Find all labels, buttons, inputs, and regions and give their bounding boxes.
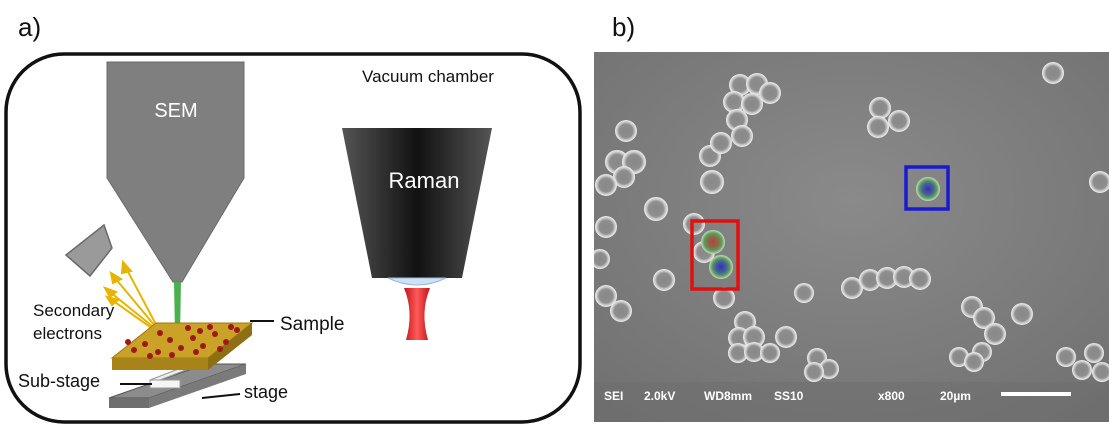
info-scale: 20µm [940, 389, 971, 403]
sem-column [106, 61, 245, 283]
secondary-electrons-label-line1: Secondary [33, 301, 115, 320]
highlighted-cell-blue [916, 177, 940, 201]
raman-objective [342, 128, 492, 278]
stage-pointer [201, 393, 241, 399]
vacuum-chamber-label: Vacuum chamber [362, 67, 494, 86]
info-mode: SEI [604, 389, 623, 403]
raman-beam [404, 288, 430, 340]
panel-a-letter: a) [18, 12, 42, 42]
sample-cells [125, 324, 240, 359]
raman-label: Raman [389, 168, 460, 193]
highlighted-cell-red-1 [701, 230, 725, 254]
scale-bar [1001, 392, 1071, 396]
blue-highlight-box [904, 165, 950, 211]
secondary-electrons-label-line2: electrons [33, 324, 102, 343]
stage-label: stage [244, 382, 288, 402]
sem-micrograph: SEI 2.0kV WD8mm SS10 x800 20µm [594, 52, 1109, 422]
highlighted-cell-red-2 [709, 255, 733, 279]
stage-side-front [109, 398, 149, 408]
sample-plate-side [208, 323, 252, 370]
cell-cluster [594, 62, 1109, 382]
sample-label: Sample [280, 314, 344, 335]
sample-plate-front [112, 358, 208, 370]
red-highlight-box [690, 219, 740, 291]
sem-label: SEM [154, 100, 197, 122]
micrograph-background [594, 52, 1109, 422]
schematic-diagram: Vacuum chamber SEM Secondary electrons [4, 52, 582, 424]
info-magnification: x800 [878, 389, 905, 403]
info-working-distance: WD8mm [704, 389, 752, 403]
info-voltage: 2.0kV [644, 389, 675, 403]
panel-b-letter: b) [612, 12, 636, 42]
stage-side-right [149, 364, 246, 408]
secondary-electron-detector [64, 223, 113, 278]
raman-lens [387, 277, 447, 286]
sub-stage-label: Sub-stage [18, 371, 100, 391]
info-spot-size: SS10 [774, 389, 804, 403]
